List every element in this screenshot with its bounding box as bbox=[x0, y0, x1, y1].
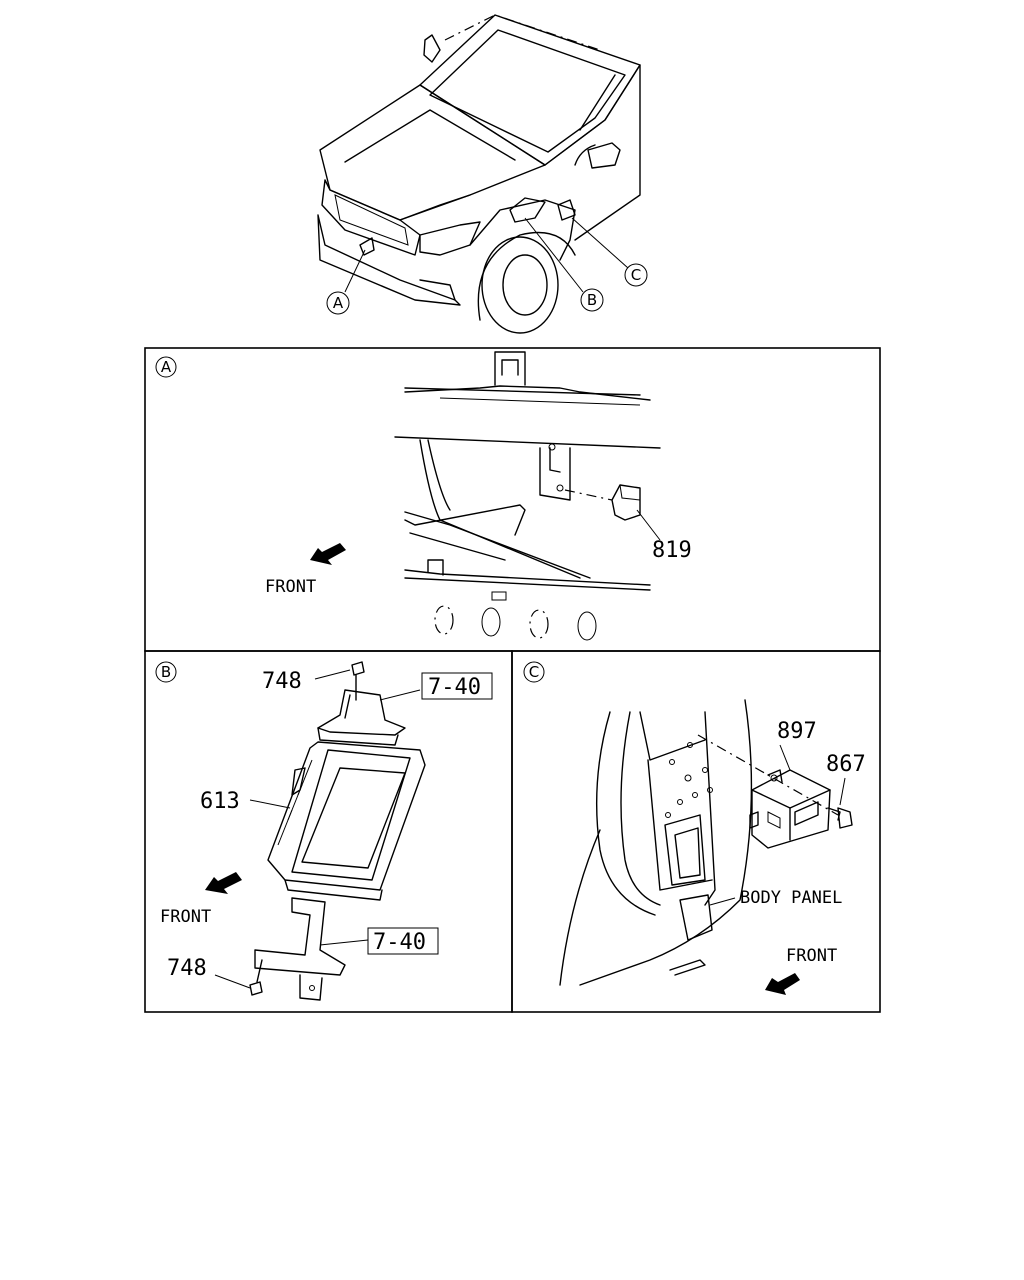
panel-b-drawing bbox=[205, 661, 426, 1001]
part-613-label: 613 bbox=[200, 789, 240, 814]
callout-b: B bbox=[587, 291, 597, 309]
part-748-top-label: 748 bbox=[262, 669, 302, 694]
front-label-a: FRONT bbox=[265, 577, 316, 597]
part-819-label: 819 bbox=[652, 538, 692, 563]
body-panel-label: BODY PANEL bbox=[740, 888, 842, 908]
vehicle-overview bbox=[317, 14, 648, 334]
panel-c-frame bbox=[511, 650, 881, 1013]
panel-c-drawing bbox=[559, 699, 853, 995]
ref-740-top-label: 7-40 bbox=[428, 675, 481, 700]
part-748-bottom-label: 748 bbox=[167, 956, 207, 981]
panel-a-frame bbox=[144, 347, 881, 652]
callout-a: A bbox=[333, 294, 344, 312]
part-867-label: 867 bbox=[826, 752, 866, 777]
callout-c: C bbox=[631, 266, 641, 284]
panel-a-drawing bbox=[310, 351, 661, 641]
ref-740-bottom-label: 7-40 bbox=[373, 930, 426, 955]
ref-box-740-bottom bbox=[367, 927, 439, 955]
panel-c-letter: C bbox=[529, 663, 539, 681]
front-label-b: FRONT bbox=[160, 907, 211, 927]
panel-a-letter: A bbox=[161, 358, 172, 376]
panel-b-letter: B bbox=[161, 663, 171, 681]
front-label-c: FRONT bbox=[786, 946, 837, 966]
part-897-label: 897 bbox=[777, 719, 817, 744]
ref-box-740-top bbox=[421, 672, 493, 700]
